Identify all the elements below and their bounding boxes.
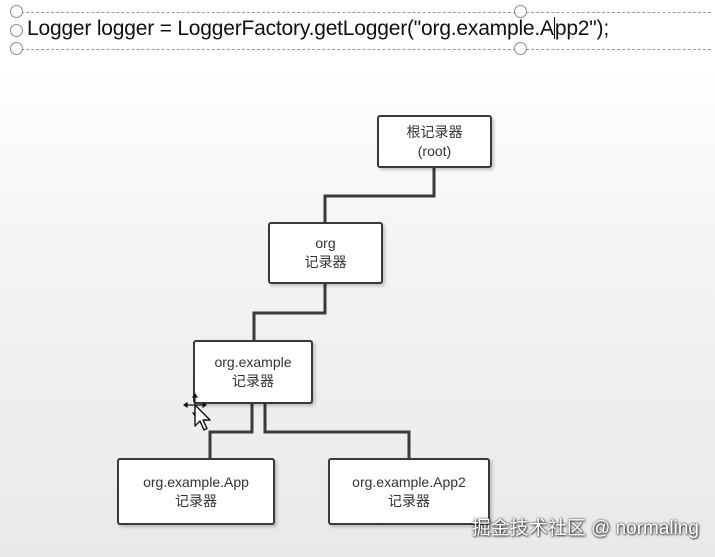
- code-text-box[interactable]: [16, 12, 711, 50]
- mouse-cursor: [183, 393, 211, 431]
- node-sublabel: 记录器: [304, 254, 347, 270]
- code-text-after-caret: pp2");: [554, 17, 609, 40]
- node-label: org.example.App: [143, 473, 249, 490]
- node-org-example-logger[interactable]: org.example 记录器: [193, 340, 313, 404]
- resize-handle-bottom-middle[interactable]: [514, 42, 527, 55]
- resize-handle-top-left[interactable]: [10, 5, 23, 18]
- arrow-pointer-icon: [194, 404, 211, 431]
- node-label: org.example.App2: [352, 473, 466, 490]
- text-caret-icon: [553, 17, 555, 39]
- node-org-example-app-logger[interactable]: org.example.App 记录器: [117, 458, 275, 525]
- node-org-logger[interactable]: org 记录器: [268, 222, 383, 284]
- node-label: org: [315, 235, 336, 251]
- connector-example-app2: [263, 404, 411, 458]
- node-org-example-app2-logger[interactable]: org.example.App2 记录器: [328, 458, 490, 525]
- node-sublabel: 记录器: [175, 492, 217, 509]
- node-root-logger[interactable]: 根记录器 (root): [377, 115, 492, 168]
- node-label: org.example: [214, 354, 292, 370]
- connector-root-org: [323, 168, 436, 222]
- resize-handle-bottom-left[interactable]: [10, 42, 23, 55]
- connector-example-app: [208, 404, 254, 458]
- node-label: 根记录器: [406, 123, 463, 140]
- resize-handle-top-middle[interactable]: [514, 5, 527, 18]
- code-line[interactable]: Logger logger = LoggerFactory.getLogger(…: [27, 17, 609, 41]
- resize-handle-middle-left[interactable]: [10, 24, 23, 37]
- node-sublabel: (root): [417, 142, 452, 159]
- code-text-before-caret: Logger logger = LoggerFactory.getLogger(…: [27, 17, 554, 40]
- node-sublabel: 记录器: [388, 492, 430, 509]
- watermark-text: 掘金技术社区 @ normaling: [471, 518, 699, 539]
- connector-org-example: [252, 284, 327, 340]
- node-sublabel: 记录器: [232, 373, 274, 389]
- text-box-dash-extension: [521, 12, 711, 50]
